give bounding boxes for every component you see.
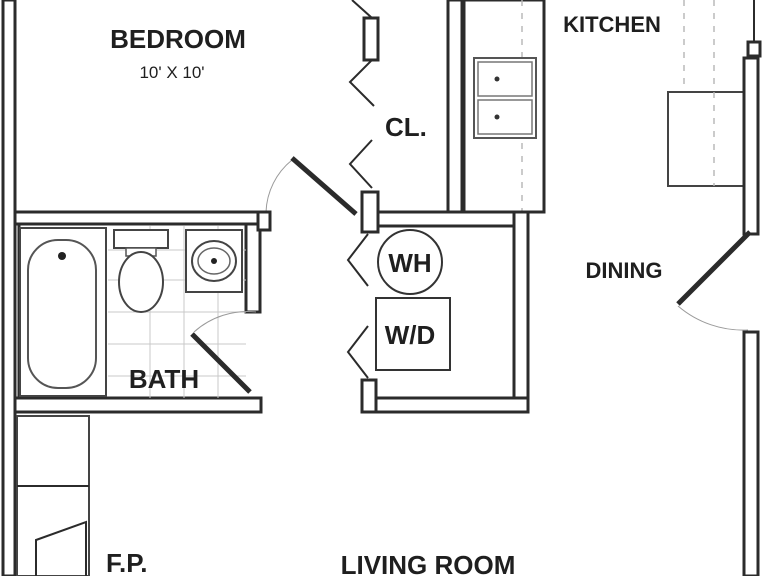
closet-label: CL. bbox=[385, 112, 427, 142]
bath-door bbox=[190, 332, 252, 394]
laundry-bottom-wall bbox=[360, 396, 530, 414]
bath-door-swing bbox=[193, 311, 257, 333]
water-heater bbox=[377, 229, 443, 295]
sink-drain-bottom bbox=[494, 114, 500, 120]
closet-bifold-door-bottom bbox=[348, 139, 373, 189]
sink-basin-bottom bbox=[477, 99, 533, 135]
fireplace-hearth bbox=[16, 415, 90, 576]
bathtub-drain bbox=[58, 252, 66, 260]
closet-post bbox=[360, 190, 380, 234]
toilet-tank bbox=[113, 229, 169, 249]
bath-bottom-wall bbox=[13, 396, 263, 414]
sink-drain-top bbox=[494, 76, 500, 82]
bedroom-door-swing bbox=[265, 159, 293, 213]
living-room-label: LIVING ROOM bbox=[341, 550, 516, 576]
laundry-bifold-door-bottom bbox=[346, 325, 369, 379]
closet-door-panel bbox=[362, 16, 380, 62]
right-wall-cap bbox=[746, 40, 762, 58]
dining-door bbox=[676, 230, 752, 306]
dining-label: DINING bbox=[586, 258, 663, 283]
bedroom-bottom-wall bbox=[13, 210, 269, 226]
laundry-right-wall bbox=[512, 210, 530, 414]
kitchen-label: KITCHEN bbox=[563, 12, 661, 37]
washer-dryer bbox=[375, 297, 451, 371]
bath-left-wall bbox=[13, 222, 21, 406]
bedroom-right-wall bbox=[446, 0, 464, 216]
bath-label: BATH bbox=[129, 364, 199, 394]
bedroom-bottom-wall-right bbox=[360, 210, 530, 228]
dining-door-swing bbox=[677, 305, 749, 331]
bedroom-door bbox=[290, 156, 358, 216]
bedroom-size-label: 10' X 10' bbox=[139, 63, 204, 82]
fireplace-firebox bbox=[35, 520, 87, 576]
bedroom-label: BEDROOM bbox=[110, 24, 246, 54]
toilet-bowl bbox=[118, 251, 164, 313]
kitchen-appliance bbox=[667, 91, 747, 187]
sink-basin-top bbox=[477, 61, 533, 97]
bath-sink-drain bbox=[211, 258, 217, 264]
right-wall-top bbox=[742, 56, 760, 236]
bath-right-post bbox=[256, 210, 272, 232]
fireplace-label: F.P. bbox=[106, 548, 147, 576]
laundry-left-post bbox=[360, 378, 378, 414]
water-heater-label: WH bbox=[388, 248, 431, 278]
right-wall-bottom bbox=[742, 330, 760, 576]
laundry-bifold-door-top bbox=[346, 233, 369, 287]
outer-left-wall bbox=[1, 0, 17, 576]
bathtub-basin bbox=[27, 239, 97, 389]
washer-dryer-label: W/D bbox=[385, 320, 436, 350]
bath-right-wall bbox=[244, 222, 262, 314]
